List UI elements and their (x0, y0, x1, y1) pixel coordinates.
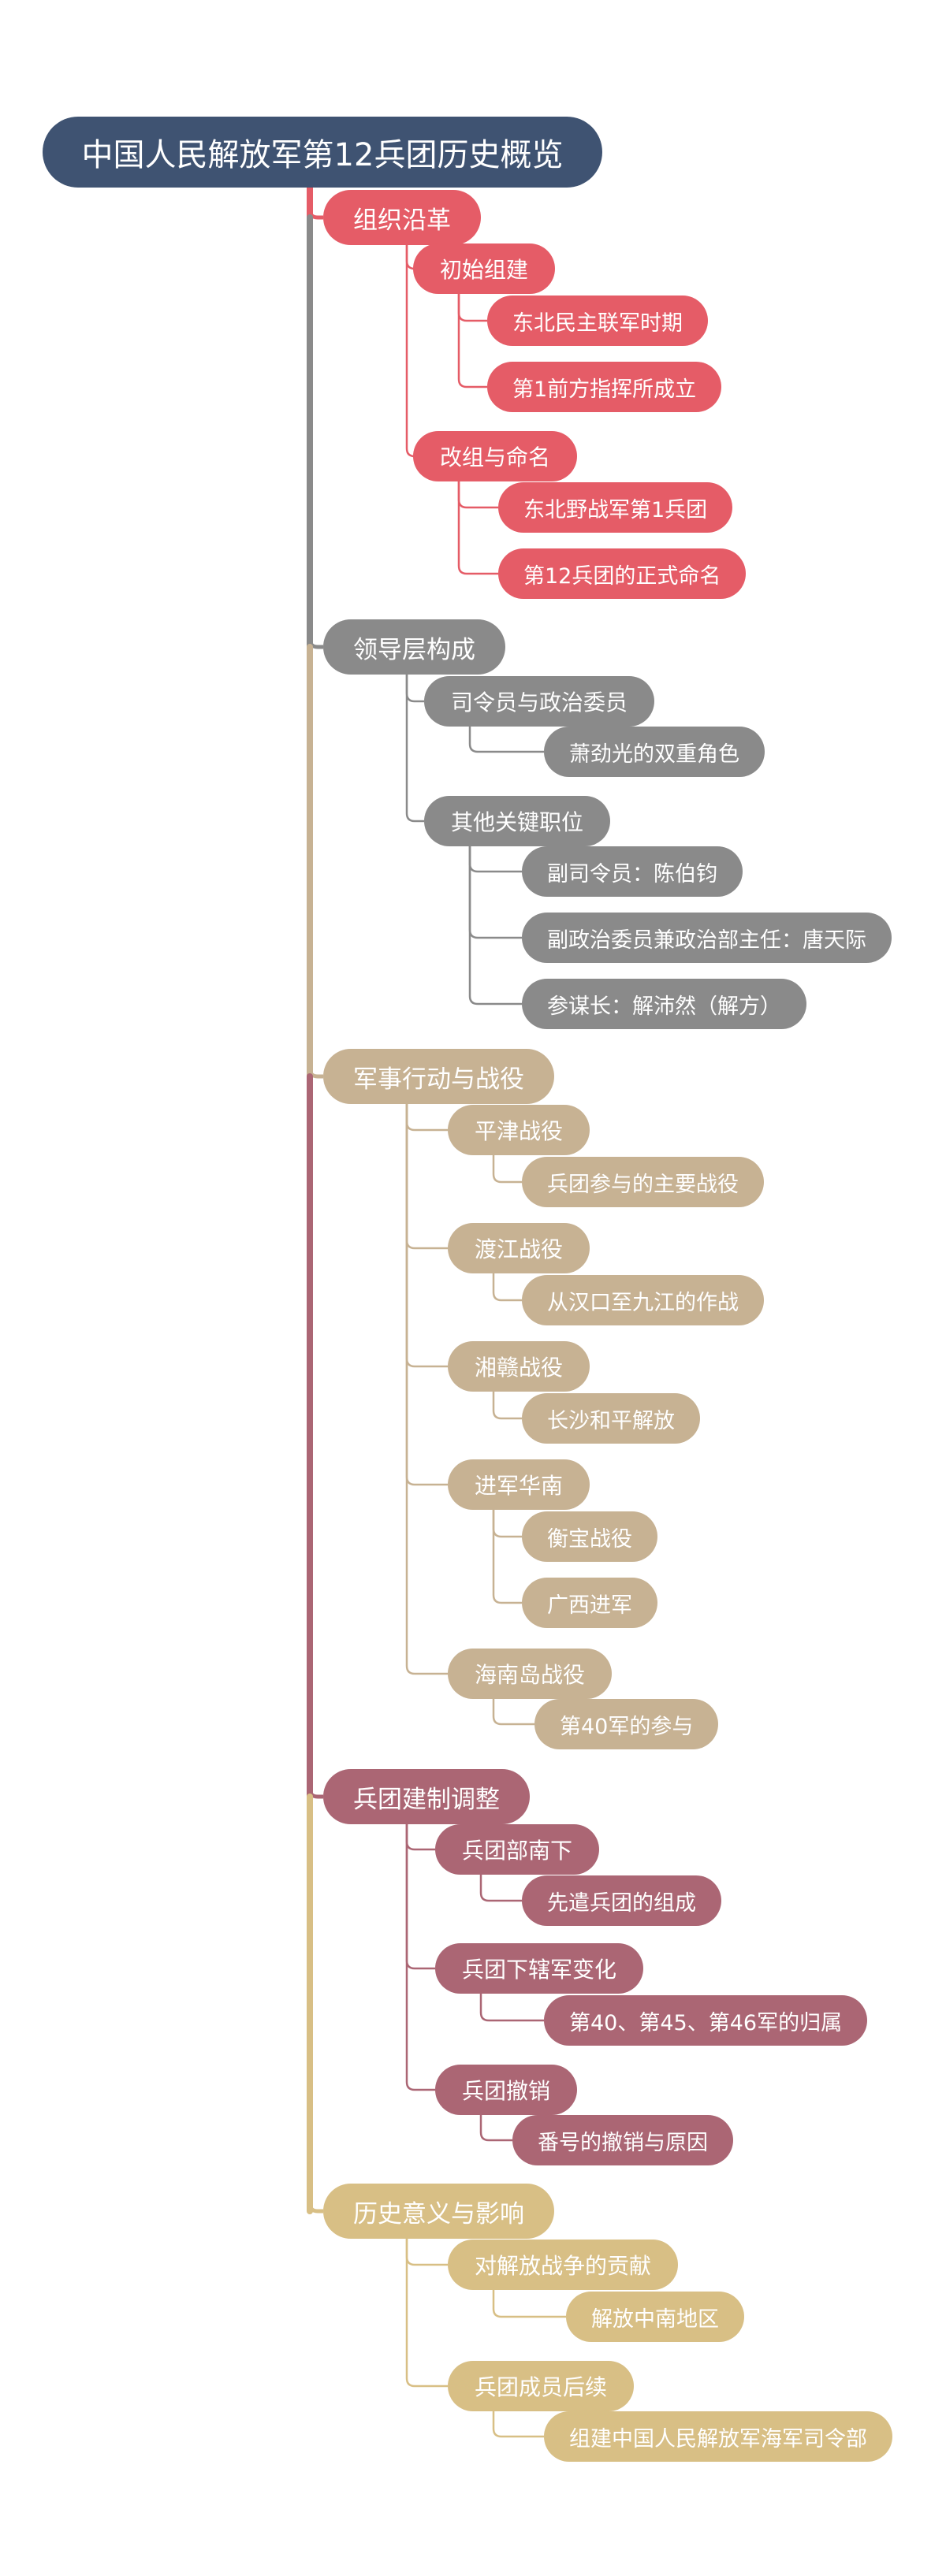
leaf-topic[interactable]: 先遣兵团的组成 (522, 1875, 721, 1926)
subtopic-connector (405, 1104, 448, 1250)
branch-topic[interactable]: 组织沿革 (323, 190, 481, 245)
leaf-connector (479, 2115, 512, 2142)
leaf-topic[interactable]: 兵团参与的主要战役 (522, 1157, 764, 1207)
branch-topic[interactable]: 领导层构成 (323, 619, 505, 675)
leaf-connector (479, 1994, 544, 2022)
leaf-topic[interactable]: 广西进军 (522, 1578, 657, 1628)
branch-connector (307, 2200, 323, 2214)
leaf-topic[interactable]: 副政治委员兼政治部主任：唐天际 (522, 913, 892, 963)
subtopic[interactable]: 其他关键职位 (424, 796, 611, 846)
subtopic-connector (405, 675, 424, 703)
leaf-topic[interactable]: 解放中南地区 (566, 2292, 744, 2342)
subtopic-connector (405, 675, 424, 823)
leaf-connector (492, 1510, 522, 1538)
leaf-topic[interactable]: 萧劲光的双重角色 (544, 727, 765, 777)
leaf-connector (457, 294, 487, 388)
subtopic[interactable]: 兵团下辖军变化 (435, 1943, 644, 1994)
subtopic[interactable]: 改组与命名 (413, 431, 578, 481)
leaf-connector (492, 2411, 544, 2438)
leaf-topic[interactable]: 组建中国人民解放军海军司令部 (544, 2411, 892, 2462)
leaf-connector (492, 1510, 522, 1604)
leaf-topic[interactable]: 衡宝战役 (522, 1511, 657, 1562)
subtopic-connector (405, 2239, 448, 2266)
subtopic-connector (405, 1824, 435, 1970)
subtopic[interactable]: 兵团部南下 (435, 1824, 600, 1875)
subtopic[interactable]: 湘赣战役 (448, 1341, 590, 1392)
root-topic[interactable]: 中国人民解放军第12兵团历史概览 (43, 117, 602, 188)
leaf-connector (457, 481, 498, 575)
leaf-topic[interactable]: 第40军的参与 (534, 1699, 719, 1749)
subtopic-connector (405, 245, 415, 458)
subtopic-connector (405, 1824, 435, 1851)
leaf-connector (492, 1392, 522, 1420)
branch-topic[interactable]: 兵团建制调整 (323, 1769, 530, 1824)
leaf-connector (492, 1155, 522, 1184)
branch-topic[interactable]: 历史意义与影响 (323, 2184, 554, 2239)
subtopic[interactable]: 司令员与政治委员 (424, 676, 655, 727)
subtopic[interactable]: 平津战役 (448, 1105, 590, 1155)
subtopic[interactable]: 初始组建 (413, 243, 556, 294)
subtopic[interactable]: 兵团成员后续 (448, 2361, 635, 2411)
subtopic[interactable]: 海南岛战役 (448, 1649, 613, 1699)
leaf-connector (457, 294, 487, 322)
leaf-topic[interactable]: 东北民主联军时期 (487, 296, 708, 346)
subtopic-connector (405, 1824, 435, 2091)
leaf-topic[interactable]: 从汉口至九江的作战 (522, 1275, 764, 1325)
subtopic-connector (405, 1104, 448, 1486)
leaf-connector (492, 1273, 522, 1302)
subtopic-connector (405, 1104, 448, 1132)
leaf-topic[interactable]: 副司令员：陈伯钧 (522, 846, 743, 897)
leaf-topic[interactable]: 番号的撤销与原因 (512, 2115, 733, 2165)
subtopic[interactable]: 进军华南 (448, 1459, 590, 1510)
leaf-connector (492, 1699, 534, 1726)
subtopic[interactable]: 兵团撤销 (435, 2065, 578, 2115)
leaf-topic[interactable]: 第40、第45、第46军的归属 (544, 1995, 868, 2046)
leaf-connector (479, 1875, 522, 1902)
subtopic-connector (405, 1104, 448, 1675)
subtopic-connector (405, 2239, 448, 2388)
subtopic[interactable]: 对解放战争的贡献 (448, 2240, 679, 2290)
subtopic-connector (405, 1104, 448, 1368)
leaf-connector (492, 2290, 566, 2318)
leaf-connector (468, 846, 522, 939)
branch-topic[interactable]: 军事行动与战役 (323, 1049, 554, 1104)
leaf-topic[interactable]: 参谋长：解沛然（解方） (522, 979, 806, 1029)
leaf-connector (468, 727, 544, 753)
leaf-topic[interactable]: 东北野战军第1兵团 (498, 482, 733, 533)
leaf-connector (468, 846, 522, 1005)
leaf-connector (468, 846, 522, 873)
leaf-connector (457, 481, 498, 509)
leaf-topic[interactable]: 长沙和平解放 (522, 1393, 700, 1444)
subtopic[interactable]: 渡江战役 (448, 1223, 590, 1273)
leaf-topic[interactable]: 第1前方指挥所成立 (487, 362, 722, 412)
leaf-topic[interactable]: 第12兵团的正式命名 (498, 548, 747, 599)
